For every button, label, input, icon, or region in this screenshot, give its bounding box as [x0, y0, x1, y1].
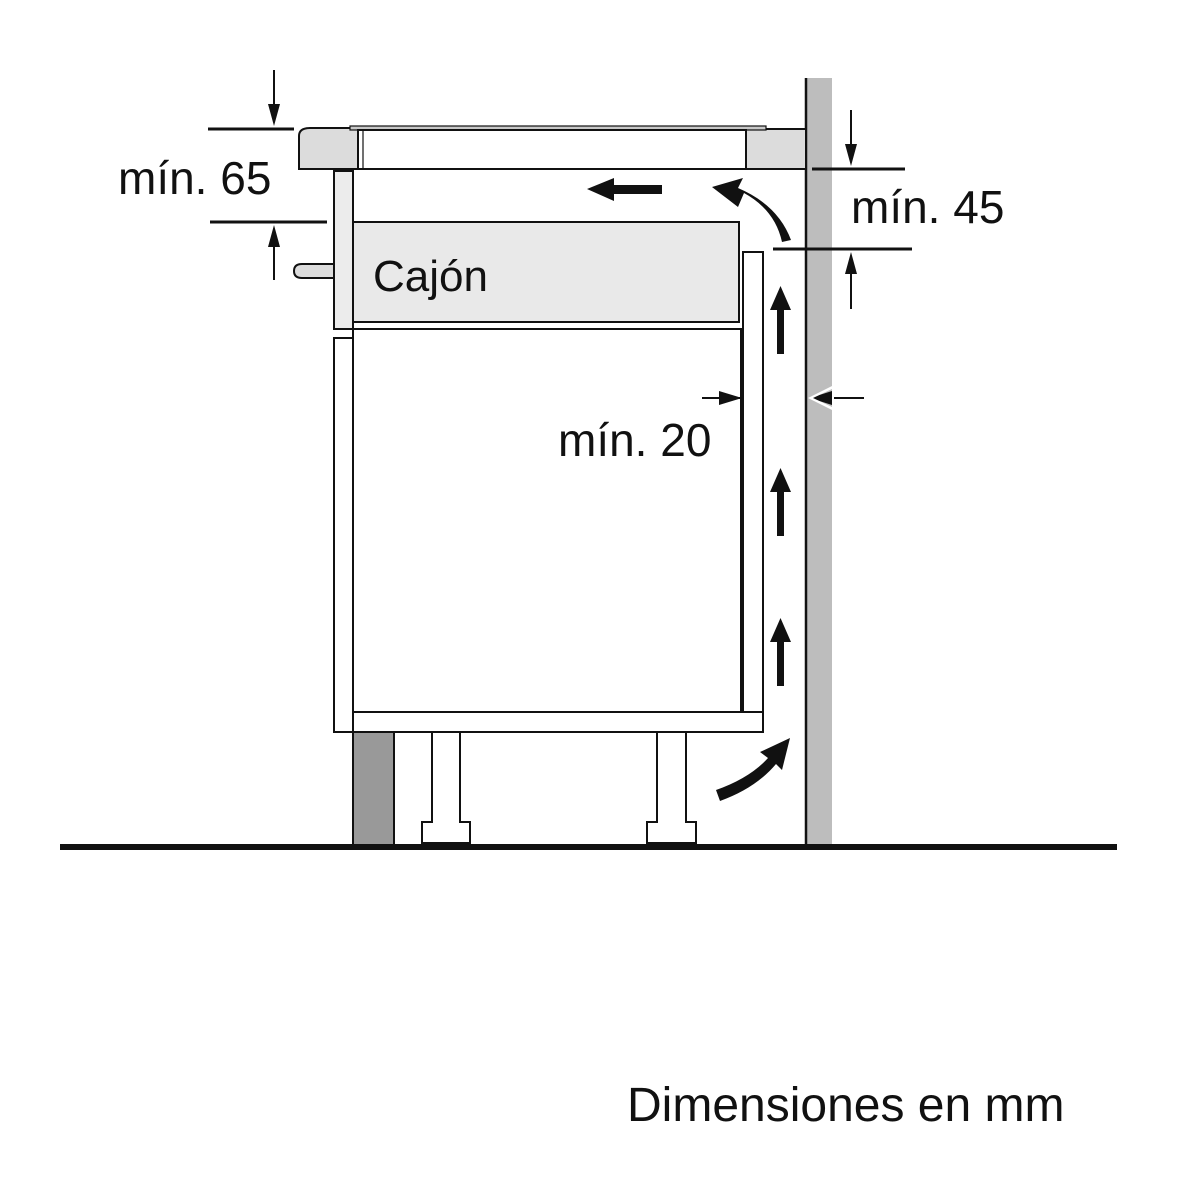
wall	[804, 78, 832, 848]
airflow-arrow-up-icon	[770, 286, 791, 354]
drawer	[352, 221, 740, 330]
dimension-min-65	[208, 70, 327, 280]
drawer-handle	[292, 263, 335, 279]
cabinet-front	[333, 170, 354, 733]
drawer-label: Cajón	[373, 252, 488, 301]
worktop	[298, 127, 807, 170]
units-note: Dimensiones en mm	[627, 1079, 1065, 1132]
dimension-min-20	[702, 386, 864, 410]
dimension-min-45	[773, 110, 912, 309]
cooktop	[349, 125, 767, 170]
airflow-arrow-up-icon	[770, 618, 791, 686]
cabinet-legs	[421, 731, 697, 844]
plinth	[352, 731, 395, 846]
cabinet-body	[352, 251, 764, 733]
dimension-label-min-65: mín. 65	[118, 152, 272, 204]
dimension-label-min-20: mín. 20	[558, 414, 712, 466]
airflow-arrow-curve-icon	[712, 178, 791, 242]
airflow-arrow-left-icon	[587, 178, 662, 201]
airflow-arrows	[587, 178, 791, 801]
dimension-label-min-45: mín. 45	[851, 181, 1005, 233]
airflow-arrow-up-icon	[770, 468, 791, 536]
airflow-arrow-floor-icon	[716, 738, 790, 801]
